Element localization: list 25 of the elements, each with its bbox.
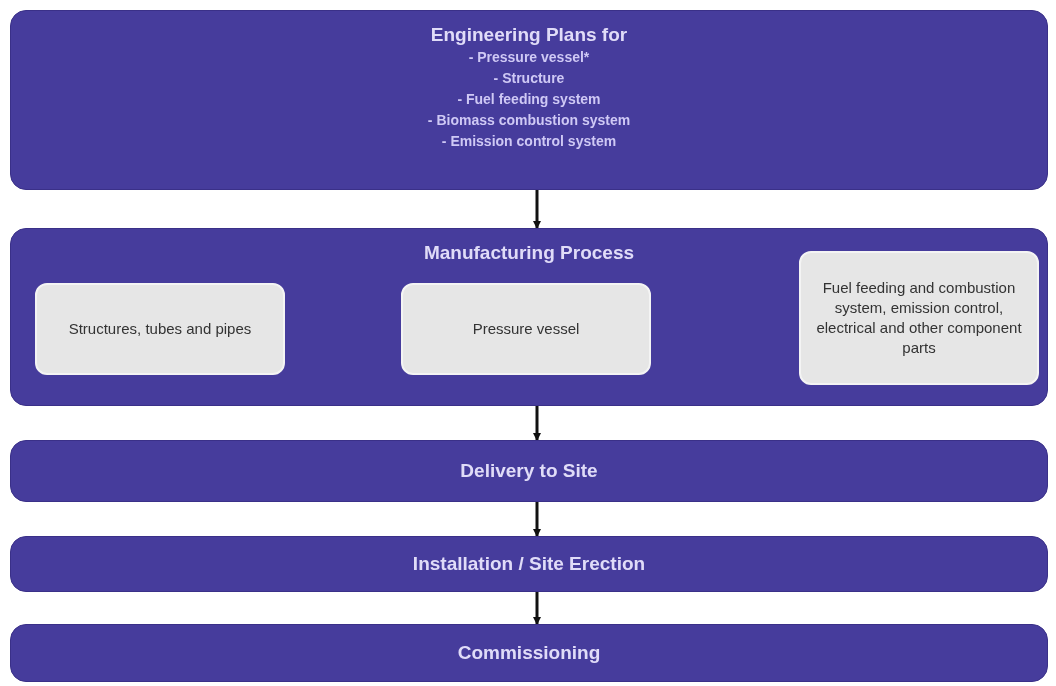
step-title: Commissioning (457, 641, 601, 665)
box-label: Fuel feeding and combustion system, emission control, electrical and other component parts (815, 277, 1023, 359)
list-item: - Biomass combustion system (427, 110, 631, 130)
process-box (10, 624, 1048, 682)
process-box (10, 228, 1048, 406)
arrow (533, 592, 541, 625)
list-item: - Structure (493, 68, 565, 88)
component-box (799, 251, 1039, 385)
list-item: - Emission control system (441, 131, 617, 151)
list-item: - Fuel feeding system (457, 89, 601, 109)
step-title: Engineering Plans for (430, 23, 628, 47)
component-box (401, 283, 651, 375)
arrow (533, 190, 541, 229)
component-box (35, 283, 285, 375)
step-title: Delivery to Site (460, 459, 598, 483)
process-box (10, 440, 1048, 502)
process-box (10, 536, 1048, 592)
step-title: Manufacturing Process (423, 241, 635, 265)
arrow (533, 406, 541, 441)
box-label: Pressure vessel (472, 318, 580, 339)
box-label: Structures, tubes and pipes (68, 318, 252, 339)
arrow (533, 502, 541, 537)
list-item: - Pressure vessel* (468, 47, 590, 67)
step-title: Installation / Site Erection (412, 552, 646, 576)
process-box (10, 10, 1048, 190)
